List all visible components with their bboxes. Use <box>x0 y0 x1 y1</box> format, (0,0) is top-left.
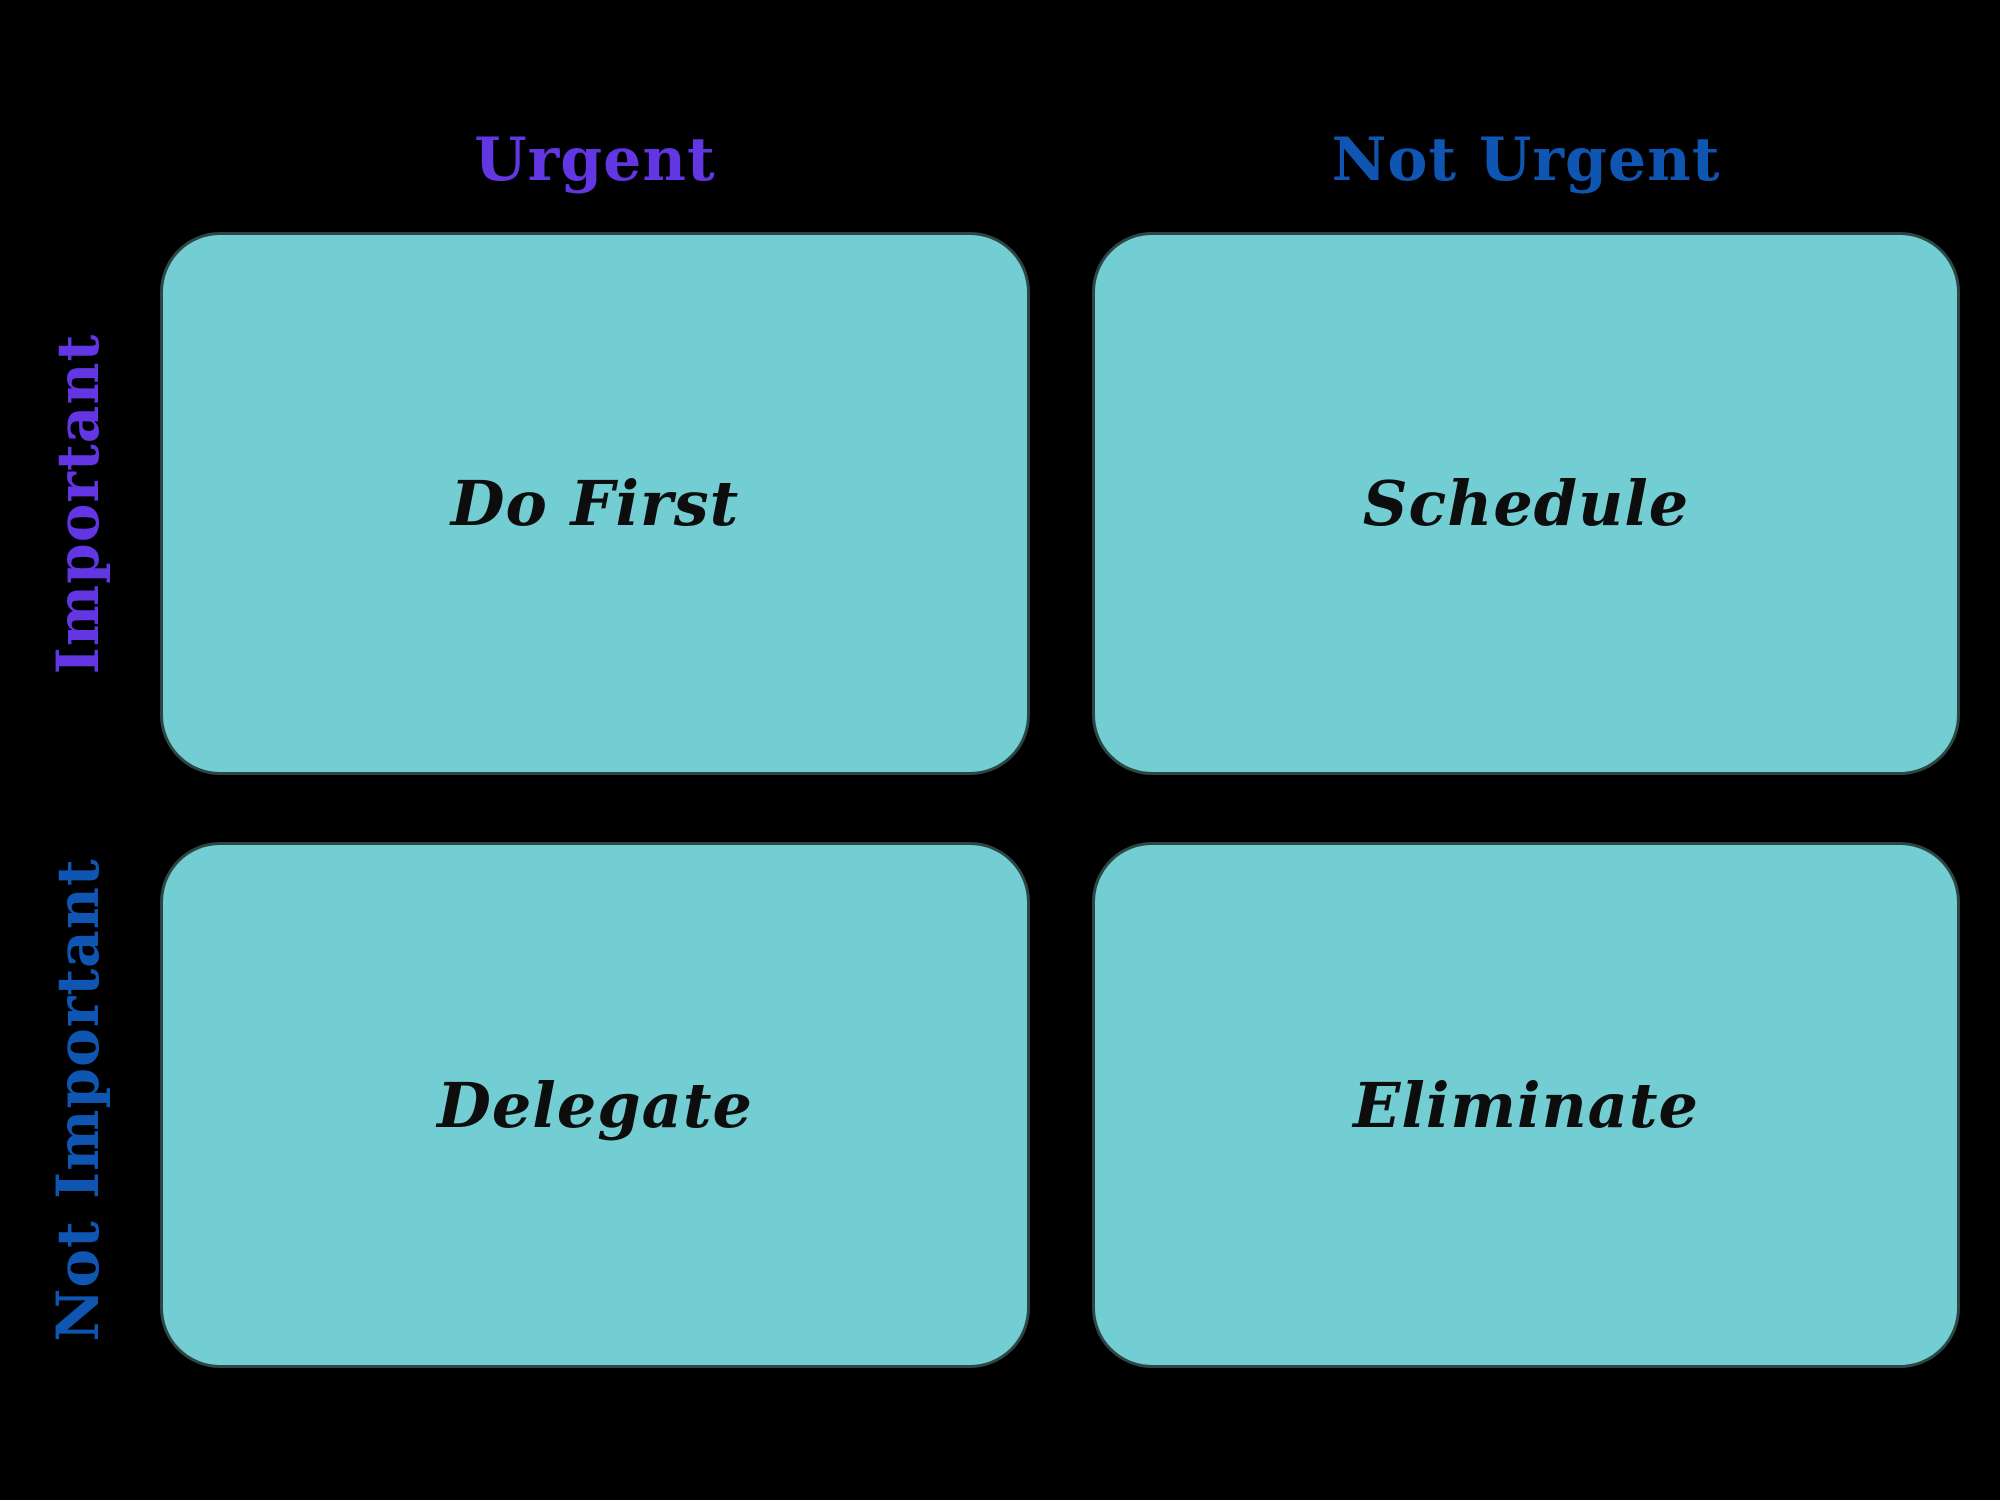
column-header-urgent: Urgent <box>474 124 716 195</box>
quadrant-delegate-label: Delegate <box>437 1068 753 1142</box>
quadrant-eliminate-label: Eliminate <box>1353 1068 1699 1142</box>
quadrant-do-first: Do First <box>160 232 1030 775</box>
quadrant-eliminate: Eliminate <box>1092 842 1960 1368</box>
quadrant-schedule-label: Schedule <box>1362 467 1690 540</box>
quadrant-do-first-label: Do First <box>450 467 740 540</box>
quadrant-delegate: Delegate <box>160 842 1030 1368</box>
column-header-not-urgent: Not Urgent <box>1331 124 1721 195</box>
quadrant-schedule: Schedule <box>1092 232 1960 775</box>
row-header-important: Important <box>44 333 112 675</box>
row-header-not-important: Not Important <box>44 858 112 1342</box>
